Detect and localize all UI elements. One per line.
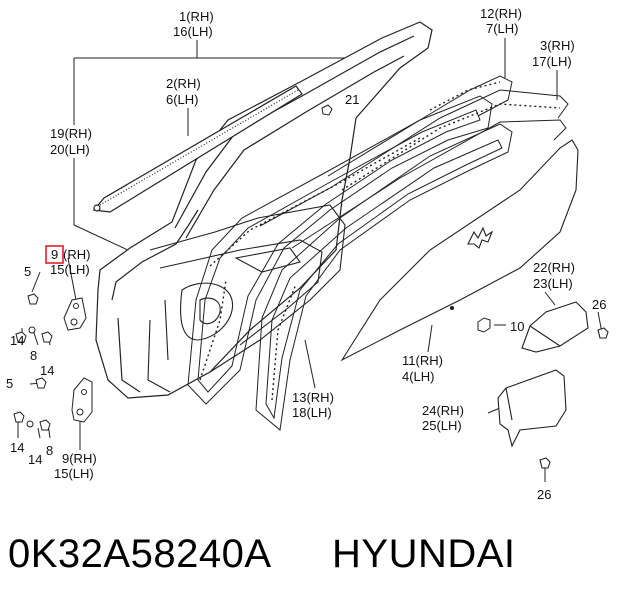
label-6-lh: 6(LH) [166, 92, 199, 107]
label-20-lh: 20(LH) [50, 142, 90, 157]
weatherstrip-seals [187, 75, 569, 431]
label-5-lower: 5 [6, 376, 13, 391]
label-15-lh-lower: 15(LH) [54, 466, 94, 481]
fastener-10 [477, 317, 491, 333]
door-window-glass [340, 139, 579, 362]
label-3-rh: 3(RH) [540, 38, 575, 53]
label-24-rh: 24(RH) [422, 403, 464, 418]
label-26-lower: 26 [537, 487, 551, 502]
door-inner-frame [147, 204, 346, 393]
label-12-rh: 12(RH) [480, 6, 522, 21]
belt-moulding [92, 85, 303, 213]
label-9-rh-lower: 9(RH) [62, 451, 97, 466]
label-14-c: 14 [10, 440, 24, 455]
part-number: 0K32A58240A [8, 532, 272, 576]
label-22-rh: 22(RH) [533, 260, 575, 275]
label-13-rh: 13(RH) [292, 390, 334, 405]
label-8-upper: 8 [30, 348, 37, 363]
label-26-upper: 26 [592, 297, 606, 312]
label-8-lower: 8 [46, 443, 53, 458]
door-outer-panel [95, 21, 433, 399]
label-14-d: 14 [28, 452, 42, 467]
clip-21 [321, 104, 333, 116]
label-19-rh: 19(RH) [50, 126, 92, 141]
label-7-lh: 7(LH) [486, 21, 519, 36]
label-9-rh-highlighted-number: 9 [51, 247, 58, 262]
label-4-lh: 4(LH) [402, 369, 435, 384]
label-17-lh: 17(LH) [532, 54, 572, 69]
brand-name: HYUNDAI [332, 532, 516, 576]
label-16-lh: 16(LH) [173, 24, 213, 39]
label-25-lh: 25(LH) [422, 418, 462, 433]
label-14-a: 14 [10, 333, 24, 348]
label-1-rh: 1(RH) [179, 9, 214, 24]
label-18-lh: 18(LH) [292, 405, 332, 420]
label-15-lh-upper: 15(LH) [50, 262, 90, 277]
label-2-rh: 2(RH) [166, 76, 201, 91]
upper-hinge [63, 297, 87, 331]
label-23-lh: 23(LH) [533, 276, 573, 291]
trim-bracket-lower [497, 369, 567, 469]
lower-hinge [71, 377, 93, 423]
label-5-upper: 5 [24, 264, 31, 279]
highlight-box [45, 245, 64, 264]
trim-bracket-upper [521, 301, 609, 353]
door-parts-diagram: 1(RH) 16(LH) 2(RH) 6(LH) 21 19(RH) 20(LH… [6, 6, 609, 502]
label-10: 10 [510, 319, 524, 334]
label-14-b: 14 [40, 363, 54, 378]
callout-labels: 1(RH) 16(LH) 2(RH) 6(LH) 21 19(RH) 20(LH… [6, 6, 606, 502]
label-21: 21 [345, 92, 359, 107]
label-9-rh-suffix: (RH) [63, 247, 90, 262]
label-11-rh: 11(RH) [402, 353, 443, 368]
hinge-bolts [13, 293, 53, 431]
